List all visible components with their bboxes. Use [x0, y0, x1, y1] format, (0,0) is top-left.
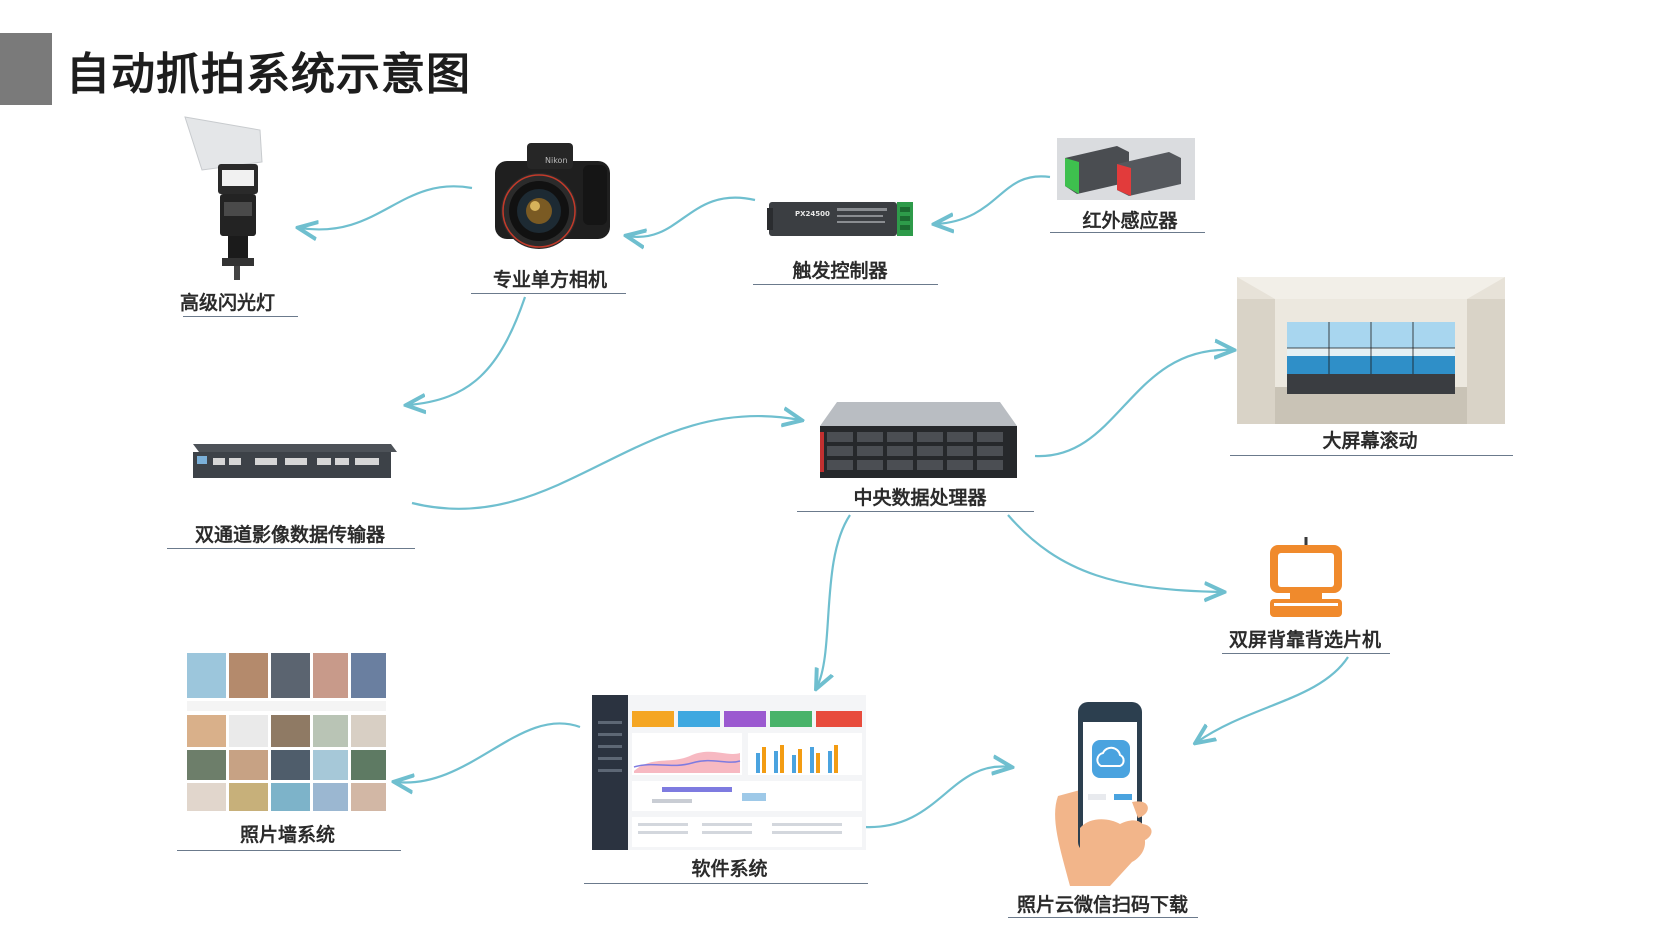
- wechat-label: 照片云微信扫码下载: [1016, 894, 1188, 916]
- trigger-label: 触发控制器: [792, 260, 888, 282]
- transmitter-label: 双通道影像数据传输器: [194, 524, 385, 546]
- arrow-camera-to-transmitter: [408, 296, 527, 405]
- flash-label: 高级闪光灯: [179, 292, 275, 314]
- photo-wall-grid-icon: [185, 643, 388, 813]
- bigscreen-underline: [1230, 455, 1513, 456]
- page-title: 自动抓拍系统示意图: [66, 49, 471, 100]
- trigger-controller-icon: PX24500: [767, 202, 913, 236]
- arrow-camera-to-flash: [300, 185, 473, 229]
- arrow-processor-to-kiosk: [1007, 514, 1222, 592]
- photowall-label: 照片墙系统: [239, 824, 335, 846]
- arrow-kiosk-to-wechat: [1197, 656, 1349, 742]
- photowall-underline: [177, 850, 401, 851]
- bigscreen-label: 大屏幕滚动: [1322, 430, 1418, 452]
- kiosk-label: 双屏背靠背选片机: [1228, 629, 1381, 651]
- flash-unit-icon: [184, 116, 263, 280]
- arrow-transmitter-to-processor: [411, 416, 800, 510]
- title-accent-bar: [0, 33, 52, 105]
- arrow-trigger-to-camera: [628, 196, 756, 237]
- trigger-model-text: PX24500: [795, 210, 830, 218]
- infrared-underline: [1050, 232, 1205, 233]
- software-dashboard-icon: [592, 695, 866, 850]
- flash-underline: [183, 316, 298, 317]
- arrow-software-to-photowall: [396, 722, 581, 782]
- infrared-sensor-icon: [1057, 138, 1195, 200]
- data-transmitter-icon: [193, 444, 397, 478]
- arrow-processor-to-bigscreen: [1034, 350, 1232, 458]
- kiosk-terminal-icon: [1270, 537, 1342, 617]
- infrared-label: 红外感应器: [1082, 210, 1178, 232]
- processor-underline: [797, 511, 1034, 512]
- trigger-underline: [753, 284, 938, 285]
- phone-in-hand-icon: [1055, 702, 1152, 886]
- processor-label: 中央数据处理器: [853, 487, 987, 509]
- software-underline: [584, 883, 868, 884]
- arrow-infrared-to-trigger: [936, 175, 1051, 224]
- server-icon: [820, 402, 1017, 478]
- wechat-underline: [1008, 917, 1198, 918]
- svg-text:Nikon: Nikon: [545, 156, 568, 165]
- video-wall-icon: [1237, 277, 1505, 424]
- arrow-processor-to-software: [817, 514, 851, 687]
- arrow-software-to-wechat: [864, 767, 1010, 829]
- software-label: 软件系统: [691, 858, 768, 880]
- dslr-camera-icon: Nikon: [495, 143, 610, 249]
- transmitter-underline: [167, 548, 415, 549]
- camera-label: 专业单方相机: [492, 269, 607, 291]
- kiosk-underline: [1222, 653, 1390, 654]
- camera-underline: [471, 293, 626, 294]
